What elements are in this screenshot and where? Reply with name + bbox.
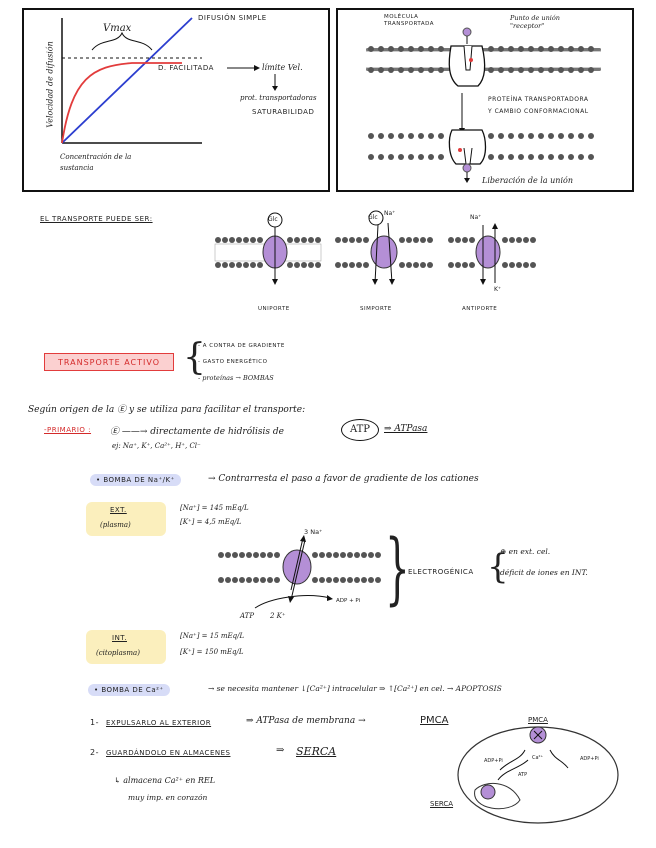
transported-molecule-label: MOLÉCULA TRANSPORTADA <box>384 14 444 28</box>
k-label-antiport: K⁺ <box>494 286 501 293</box>
transport-title: EL TRANSPORTE PUEDE SER: <box>40 215 153 223</box>
na-label-symport: Na⁺ <box>384 210 395 217</box>
saturability-label: SATURABILIDAD <box>252 108 314 116</box>
ion-examples: ej: Na⁺, K⁺, Ca²⁺, H⁺, Cl⁻ <box>112 442 201 450</box>
atp-label-nak: ATP <box>240 612 254 620</box>
ca-item-1: EXPULSARLO AL EXTERIOR <box>106 719 211 727</box>
ca-item-2-b: ⇒ <box>276 745 284 756</box>
int-label: INT. <box>112 634 127 642</box>
active-item-2: - GASTO ENERGÉTICO <box>198 359 267 365</box>
x-axis-label-1: Concentración de la <box>60 153 131 161</box>
na-ext-value: [Na⁺] = 145 mEq/L <box>180 504 249 512</box>
diag-pmca-label: PMCA <box>528 716 548 724</box>
active-item-1: - A CONTRA DE GRADIENTE <box>198 343 285 349</box>
ca-pump-title: • BOMBA DE Ca²⁺ <box>88 684 170 696</box>
three-na-label: 3 Na⁺ <box>304 528 322 536</box>
vmax-label: Vmax <box>103 23 131 34</box>
store-label: ↳ almacena Ca²⁺ en REL <box>114 776 215 785</box>
heart-label: muy imp. en corazón <box>128 793 207 802</box>
active-transport-box: TRANSPORTE ACTIVO <box>44 353 174 371</box>
limit-label: límite Vel. <box>262 63 303 72</box>
origin-line: Según origen de la Ⓔ y se utiliza para f… <box>28 402 305 415</box>
na-int-value: [Na⁺] = 15 mEq/L <box>180 632 244 640</box>
ca-item-1-b: ⇒ ATPasa de membrana → <box>246 716 366 726</box>
deficit-label: déficit de iones en INT. <box>500 568 588 577</box>
active-item-3: - proteínas → BOMBAS <box>198 374 274 382</box>
ca-pump-desc: → se necesita mantener ↓[Ca²⁺] intracelu… <box>208 684 502 693</box>
x-axis-label-2: sustancia <box>60 164 94 172</box>
diag-adp-label-right: ADP+Pi <box>580 756 599 762</box>
simporte-label: SIMPORTE <box>360 306 392 312</box>
plasma-label: (plasma) <box>100 521 131 529</box>
y-axis-label: Velocidad de difusión <box>46 25 55 145</box>
ca-item-2-num: 2- <box>90 748 99 757</box>
nak-pump-title: • BOMBA DE Na⁺/K⁺ <box>90 474 181 486</box>
carrier-diagram <box>336 8 634 192</box>
diag-serca-label: SERCA <box>430 800 453 808</box>
carrier-protein-label-2: Y CAMBIO CONFORMACIONAL <box>488 108 589 115</box>
na-label-antiport: Na⁺ <box>470 214 481 221</box>
atp-oval: ATP <box>341 419 379 441</box>
citoplasma-label: (citoplasma) <box>96 649 140 657</box>
antiporte-label: ANTIPORTE <box>462 306 497 312</box>
ca-item-1-num: 1- <box>90 718 99 727</box>
ca-item-2: GUARDÁNDOLO EN ALMACENES <box>106 749 230 757</box>
atpasa-label: ⇒ ATPasa <box>384 424 427 434</box>
pmca-label: PMCA <box>420 715 448 726</box>
primario-label: -PRIMARIO : <box>44 426 91 434</box>
two-k-label: 2 K⁺ <box>270 612 286 620</box>
carrier-proteins-label: prot. transportadoras <box>240 94 317 102</box>
carrier-protein-label-1: PROTEÍNA TRANSPORTADORA <box>488 96 588 103</box>
diag-atp-label: ATP <box>518 772 527 778</box>
binding-site-label: Punto de unión "receptor" <box>510 14 590 30</box>
facilitated-label: D. FACILITADA <box>158 64 214 72</box>
release-label: Liberación de la unión <box>482 176 573 185</box>
nak-pump-diagram <box>215 530 390 620</box>
ca-cell-diagram <box>450 720 620 825</box>
serca-label: SERCA <box>296 745 336 758</box>
uniporte-label: UNIPORTE <box>258 306 290 312</box>
glc-label-1: Glc <box>268 216 278 223</box>
ext-label: EXT. <box>110 506 127 514</box>
nak-pump-desc: → Contrarresta el paso a favor de gradie… <box>208 474 479 484</box>
k-int-value: [K⁺] = 150 mEq/L <box>180 648 244 656</box>
electrogenic-brace: } <box>385 530 410 608</box>
adp-label-nak: ADP + Pi <box>336 598 366 604</box>
diag-ca-label: Ca²⁺ <box>532 755 543 761</box>
glc-label-2: Glc <box>368 214 378 221</box>
electrogenic-label: ELECTROGÉNICA <box>408 568 474 576</box>
positive-ext-label: ⊕ en ext. cel. <box>500 547 550 556</box>
k-ext-value: [K⁺] = 4,5 mEq/L <box>180 518 241 526</box>
primario-text: Ⓔ ——→ directamente de hidrólisis de <box>110 424 284 437</box>
simple-diffusion-label: DIFUSIÓN SIMPLE <box>198 14 267 22</box>
diag-adp-label-left: ADP+Pi <box>484 758 503 764</box>
